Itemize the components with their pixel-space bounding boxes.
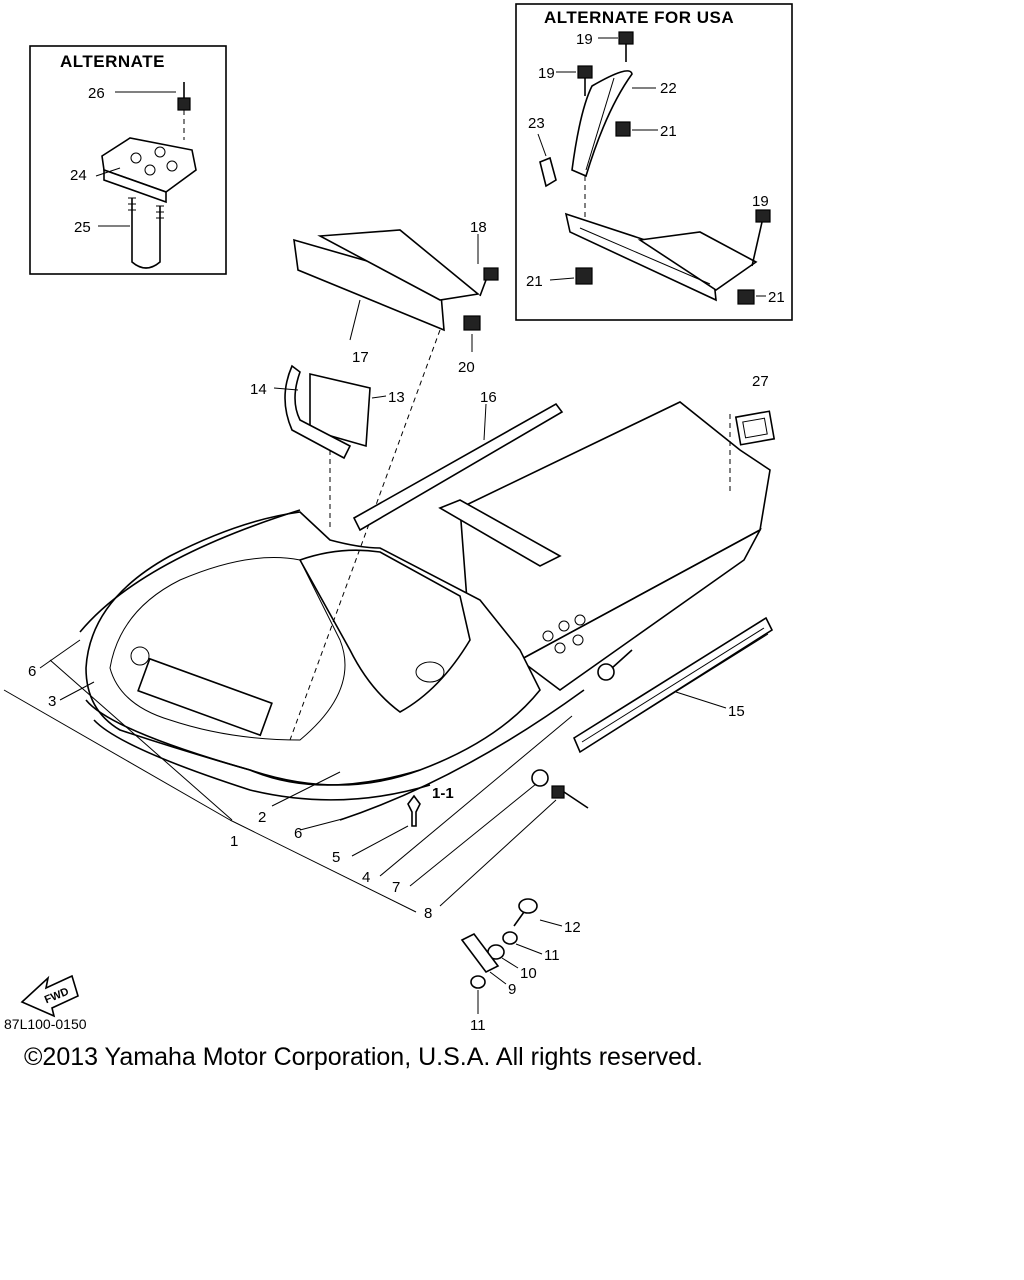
callout-21-lower-left: 21 (526, 273, 543, 290)
nut-21-lower-right (737, 289, 755, 305)
washer-7 (531, 769, 549, 787)
hull-body (79, 401, 771, 821)
bolt-19-left (577, 65, 593, 96)
callout-15: 15 (728, 703, 745, 720)
rub-rail-right (339, 689, 585, 821)
cover-17 (293, 229, 480, 341)
callout-27: 27 (752, 373, 769, 390)
callout-16: 16 (480, 389, 497, 406)
callout-19-right: 19 (752, 193, 769, 210)
callout-23: 23 (528, 115, 545, 132)
fwd-arrow-icon: FWD (20, 974, 79, 1018)
parts-diagram: ALTERNATE 26 24 25 ALTERNATE FOR (3, 3, 793, 1034)
deck-bracket (438, 499, 562, 567)
bolt-19-top (618, 31, 634, 62)
callout-19-top: 19 (576, 31, 593, 48)
nut-20 (463, 315, 481, 331)
callout-2: 2 (258, 809, 266, 826)
callout-11-top: 11 (544, 947, 560, 964)
alternate-usa-box-frame (515, 3, 793, 321)
washer-11-bottom (470, 975, 486, 989)
callout-1-1: 1-1 (432, 785, 454, 802)
nut-21-upper (615, 121, 631, 137)
callout-21-upper: 21 (660, 123, 677, 140)
strip-16 (352, 402, 564, 532)
callout-24: 24 (70, 167, 87, 184)
alternate-box-title: ALTERNATE (60, 52, 165, 71)
inner-tub (109, 557, 346, 741)
callout-8: 8 (424, 905, 432, 922)
callout-11-bottom: 11 (470, 1017, 486, 1034)
callout-3: 3 (48, 693, 56, 710)
pad-23 (539, 156, 557, 188)
callout-20: 20 (458, 359, 475, 376)
callout-18: 18 (470, 219, 487, 236)
callout-21-lower-right: 21 (768, 289, 785, 306)
bracket-22 (571, 70, 633, 178)
washer-11-top (502, 931, 518, 945)
screw-8 (551, 785, 589, 809)
bolt-19-right (751, 209, 771, 267)
bolt-18 (479, 267, 499, 297)
plate-9 (460, 932, 500, 974)
callout-4: 4 (362, 869, 370, 886)
bolt-12 (513, 898, 538, 927)
alternate-usa-box-title: ALTERNATE FOR USA (544, 8, 734, 27)
bolt-26 (177, 82, 191, 140)
alternate-inset: ALTERNATE 26 24 25 (29, 45, 227, 275)
callout-19-left: 19 (538, 65, 555, 82)
cover-rail-usa (564, 212, 758, 302)
callout-26: 26 (88, 85, 105, 102)
steering-console (298, 549, 471, 713)
rear-deck-side (518, 528, 762, 691)
callout-5: 5 (332, 849, 340, 866)
callout-leaders (3, 639, 573, 913)
callout-9: 9 (508, 981, 516, 998)
alternate-box-frame (29, 45, 227, 275)
u-bolt-25 (128, 197, 164, 269)
callout-14: 14 (250, 381, 267, 398)
front-gunwale (85, 699, 421, 786)
callout-10: 10 (520, 965, 537, 982)
rub-rail-left (79, 509, 301, 633)
handlebar (130, 646, 273, 737)
callout-22: 22 (660, 80, 677, 97)
callout-6-right: 6 (294, 825, 302, 842)
callout-6-left: 6 (28, 663, 36, 680)
drain-plug (597, 649, 633, 681)
callout-7: 7 (392, 879, 400, 896)
nut-21-lower-left (575, 267, 593, 285)
callout-25: 25 (74, 219, 91, 236)
bracket-24 (101, 137, 197, 204)
grab-handle-14 (284, 364, 352, 460)
drawing-code: 87L100-0150 (4, 1016, 87, 1032)
rivet-5 (407, 794, 421, 827)
callout-13: 13 (388, 389, 405, 406)
alternate-usa-inset: ALTERNATE FOR USA (515, 3, 793, 321)
callout-17: 17 (352, 349, 369, 366)
decal-15 (572, 616, 774, 754)
callout-12: 12 (564, 919, 581, 936)
emblem-27 (734, 410, 776, 446)
copyright-notice: ©2013 Yamaha Motor Corporation, U.S.A. A… (24, 1043, 703, 1071)
callout-1: 1 (230, 833, 238, 850)
pad-13 (309, 372, 371, 448)
